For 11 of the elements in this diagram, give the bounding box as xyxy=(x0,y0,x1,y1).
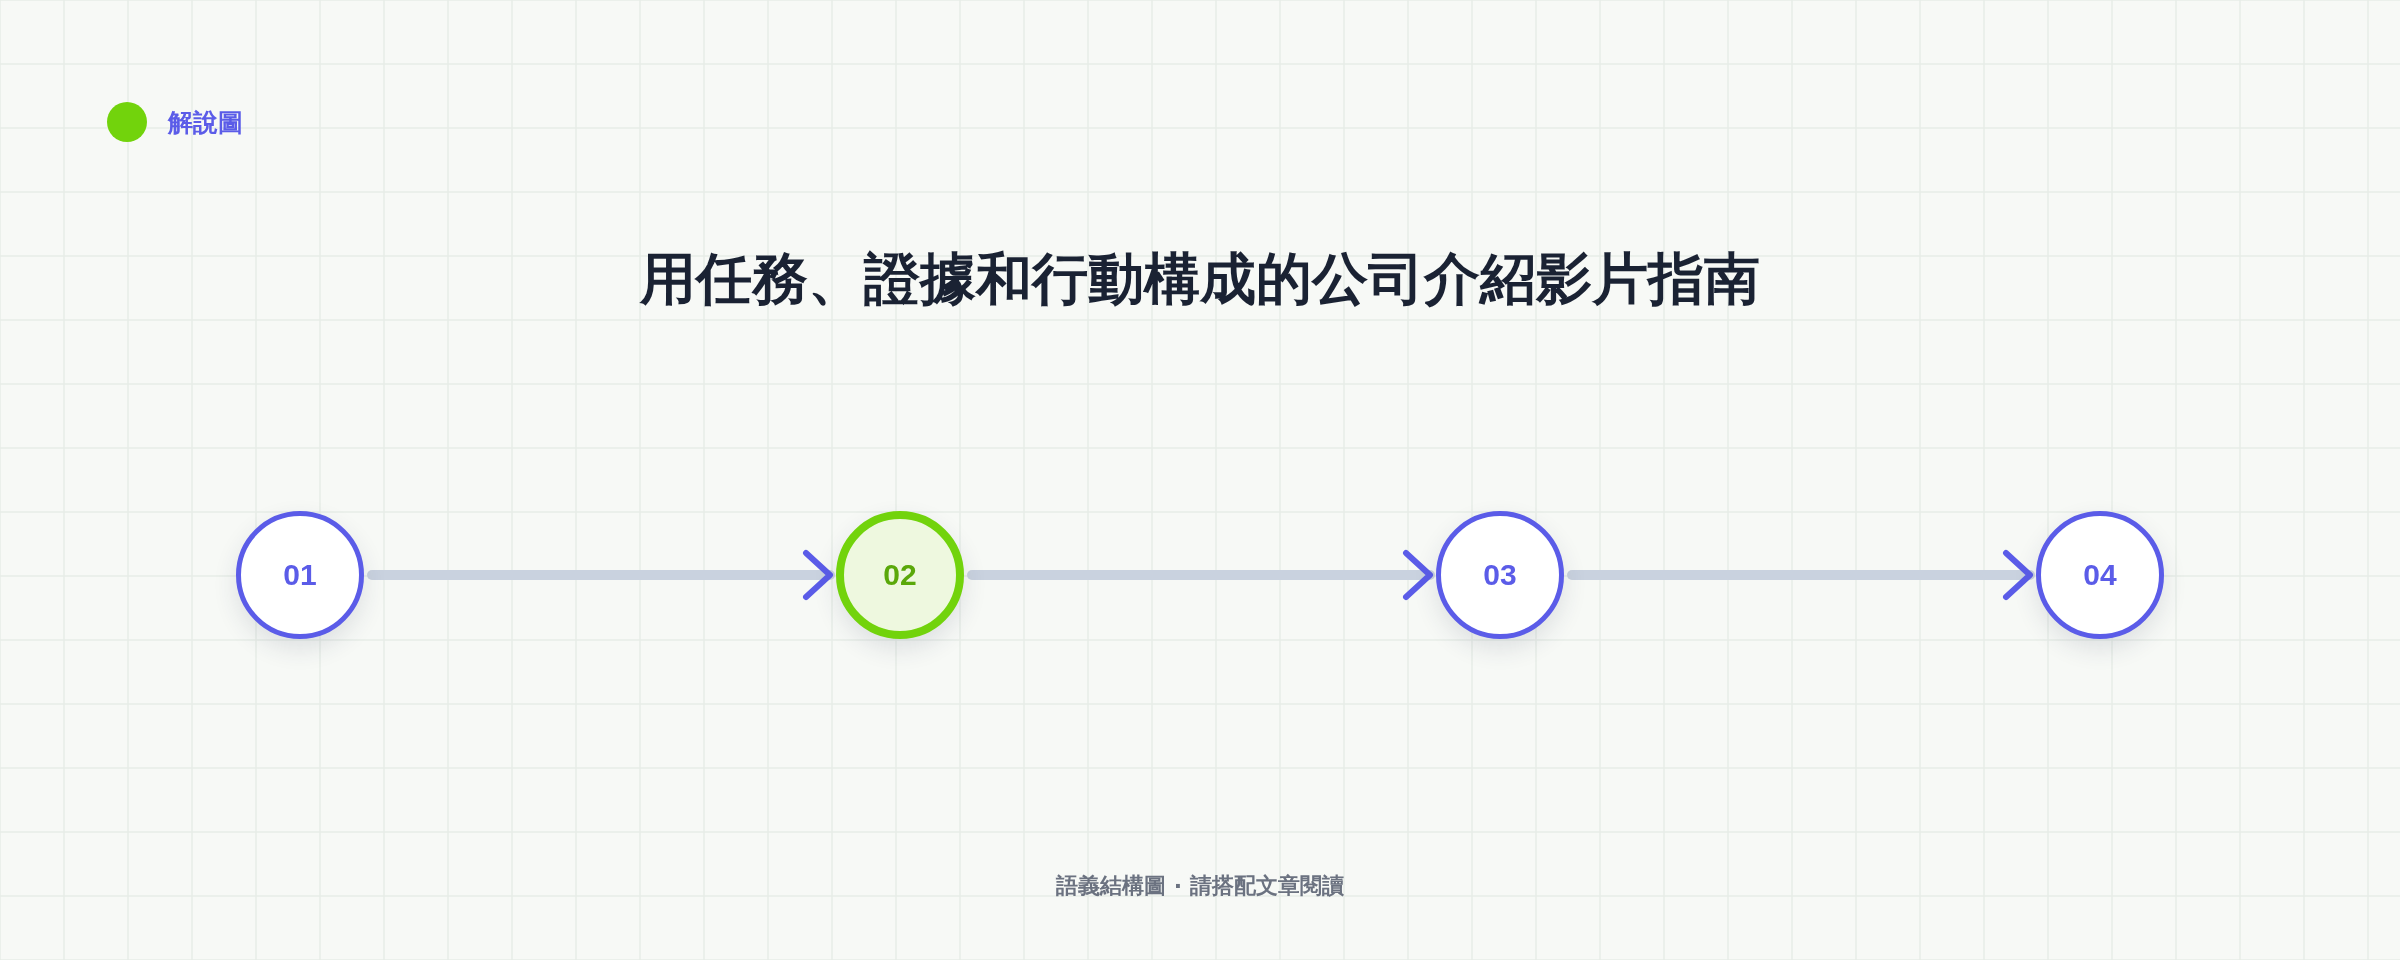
arrow xyxy=(967,550,1435,600)
caption: 語義結構圖 · 請搭配文章閱讀 xyxy=(1055,872,1345,900)
header-label: 解說圖 xyxy=(168,107,243,139)
step-number: 03 xyxy=(1483,558,1517,592)
arrow xyxy=(1567,550,2035,600)
step-number: 02 xyxy=(883,558,917,592)
step-number: 04 xyxy=(2083,558,2117,592)
arrow xyxy=(367,550,835,600)
step-number: 01 xyxy=(283,558,317,592)
step-circle xyxy=(836,511,964,639)
title: 用任務、證據和行動構成的公司介紹影片指南 xyxy=(638,245,1761,313)
